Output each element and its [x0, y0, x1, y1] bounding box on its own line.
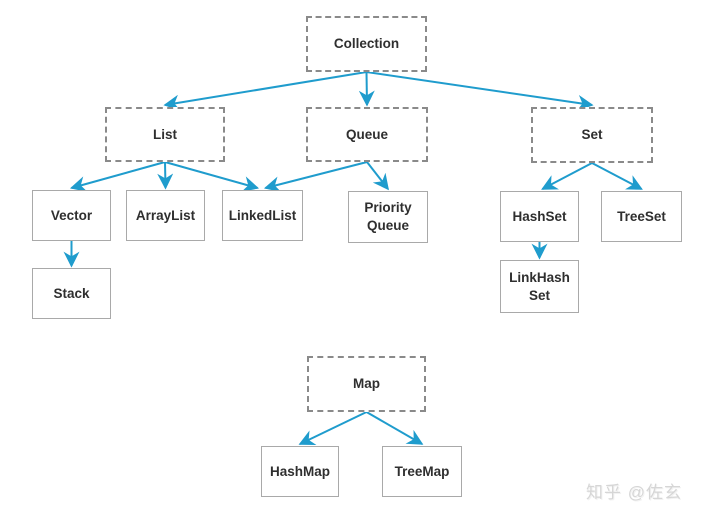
node-queue: Queue: [306, 107, 428, 162]
node-list: List: [105, 107, 225, 162]
node-hashset: HashSet: [500, 191, 579, 242]
edge-list-to-arraylist: [157, 161, 174, 190]
node-collection: Collection: [306, 16, 427, 72]
edge-set-to-hashset: [541, 162, 593, 190]
edge-map-to-hashmap: [298, 411, 367, 445]
edge-list-to-linkedlist: [164, 161, 260, 192]
edge-collection-to-set: [366, 71, 594, 111]
edge-queue-to-linkedlist: [263, 161, 368, 193]
edge-list-to-vector: [69, 161, 166, 192]
node-treeset: TreeSet: [601, 191, 682, 242]
node-treemap: TreeMap: [382, 446, 462, 497]
node-linkedlist: LinkedList: [222, 190, 303, 241]
edge-collection-to-queue: [358, 71, 375, 107]
node-linkhashset: LinkHash Set: [500, 260, 579, 313]
node-stack: Stack: [32, 268, 111, 319]
node-vector: Vector: [32, 190, 111, 241]
node-hashmap: HashMap: [261, 446, 339, 497]
edge-collection-to-list: [163, 71, 367, 111]
node-priorityqueue: Priority Queue: [348, 191, 428, 243]
node-map: Map: [307, 356, 426, 412]
node-arraylist: ArrayList: [126, 190, 205, 241]
edge-set-to-treeset: [591, 162, 643, 190]
edge-map-to-treemap: [366, 411, 424, 445]
node-set: Set: [531, 107, 653, 163]
watermark: 知乎 @佐玄: [586, 483, 682, 502]
edge-queue-to-priorityqueue: [366, 161, 389, 191]
